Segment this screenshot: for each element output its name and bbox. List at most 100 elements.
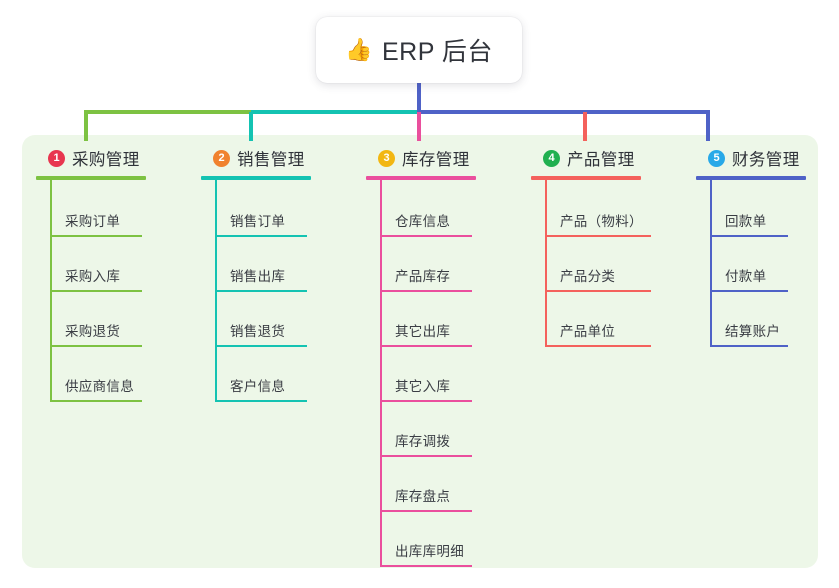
leaf-item-label: 出库库明细 <box>395 544 464 559</box>
branch-badge-1: 1 <box>48 149 65 167</box>
leaf-item-label: 库存调拨 <box>395 434 451 449</box>
branch-header-rule-2 <box>201 176 311 180</box>
leaf-item[interactable]: 销售订单 <box>201 182 311 237</box>
branch-badge-3: 3 <box>378 149 395 167</box>
leaf-item-rule <box>710 345 788 347</box>
leaf-item[interactable]: 其它出库 <box>366 292 476 347</box>
leaf-item-label: 客户信息 <box>230 379 286 394</box>
leaf-item[interactable]: 其它入库 <box>366 347 476 402</box>
branch-items-1: 采购订单采购入库采购退货供应商信息 <box>36 180 146 402</box>
leaf-item-rule <box>380 400 472 402</box>
branch-column-2: 2 销售管理销售订单销售出库销售退货客户信息 <box>201 146 311 402</box>
branch-title-3: 库存管理 <box>402 151 470 169</box>
leaf-item-label: 付款单 <box>725 269 767 284</box>
leaf-item[interactable]: 供应商信息 <box>36 347 146 402</box>
leaf-item-label: 其它入库 <box>395 379 451 394</box>
leaf-item-label: 产品库存 <box>395 269 451 284</box>
leaf-item[interactable]: 结算账户 <box>696 292 806 347</box>
leaf-item-rule <box>380 510 472 512</box>
leaf-item[interactable]: 采购入库 <box>36 237 146 292</box>
branch-header-1[interactable]: 1 采购管理 <box>36 146 146 170</box>
leaf-item[interactable]: 库存调拨 <box>366 402 476 457</box>
branch-column-5: 5 财务管理回款单付款单结算账户 <box>696 146 806 347</box>
leaf-item-rule <box>380 565 472 567</box>
branch-header-rule-4 <box>531 176 641 180</box>
branch-trunk-3 <box>380 180 382 565</box>
leaf-item-rule <box>50 235 142 237</box>
branch-title-2: 销售管理 <box>237 151 305 169</box>
branch-header-3[interactable]: 3 库存管理 <box>366 146 476 170</box>
branch-trunk-4 <box>545 180 547 345</box>
leaf-item-rule <box>50 345 142 347</box>
branch-header-rule-3 <box>366 176 476 180</box>
leaf-item[interactable]: 采购退货 <box>36 292 146 347</box>
root-node-title: ERP 后台 <box>382 38 493 66</box>
leaf-item-label: 销售出库 <box>230 269 286 284</box>
leaf-item-rule <box>380 455 472 457</box>
branch-header-5[interactable]: 5 财务管理 <box>696 146 806 170</box>
leaf-item-label: 回款单 <box>725 214 767 229</box>
leaf-item[interactable]: 仓库信息 <box>366 182 476 237</box>
leaf-item-label: 采购退货 <box>65 324 121 339</box>
leaf-item-rule <box>50 290 142 292</box>
leaf-item-label: 库存盘点 <box>395 489 451 504</box>
branch-header-rule-5 <box>696 176 806 180</box>
branch-title-5: 财务管理 <box>732 151 800 169</box>
leaf-item-rule <box>215 290 307 292</box>
leaf-item[interactable]: 产品（物料） <box>531 182 651 237</box>
leaf-item[interactable]: 产品单位 <box>531 292 651 347</box>
leaf-item[interactable]: 销售退货 <box>201 292 311 347</box>
leaf-item-rule <box>545 235 651 237</box>
leaf-item-rule <box>215 345 307 347</box>
leaf-item-label: 销售退货 <box>230 324 286 339</box>
leaf-item-rule <box>50 400 142 402</box>
leaf-item[interactable]: 库存盘点 <box>366 457 476 512</box>
branch-title-4: 产品管理 <box>567 151 635 169</box>
leaf-item-rule <box>215 235 307 237</box>
leaf-item-rule <box>710 235 788 237</box>
branch-badge-5: 5 <box>708 149 725 167</box>
leaf-item-label: 其它出库 <box>395 324 451 339</box>
leaf-item[interactable]: 客户信息 <box>201 347 311 402</box>
leaf-item-label: 销售订单 <box>230 214 286 229</box>
leaf-item[interactable]: 付款单 <box>696 237 806 292</box>
branch-items-2: 销售订单销售出库销售退货客户信息 <box>201 180 311 402</box>
leaf-item-label: 产品单位 <box>560 324 616 339</box>
leaf-item[interactable]: 出库库明细 <box>366 512 476 567</box>
leaf-item-label: 结算账户 <box>725 324 781 339</box>
diagram-panel <box>22 135 818 568</box>
leaf-item-label: 仓库信息 <box>395 214 451 229</box>
root-node-label: 👍 ERP 后台 <box>345 32 493 68</box>
leaf-item-rule <box>545 345 651 347</box>
leaf-item[interactable]: 采购订单 <box>36 182 146 237</box>
leaf-item-label: 采购入库 <box>65 269 121 284</box>
branch-column-3: 3 库存管理仓库信息产品库存其它出库其它入库库存调拨库存盘点出库库明细 <box>366 146 476 567</box>
leaf-item-label: 供应商信息 <box>65 379 134 394</box>
leaf-item-rule <box>380 290 472 292</box>
leaf-item-rule <box>380 235 472 237</box>
branch-badge-4: 4 <box>543 149 560 167</box>
leaf-item[interactable]: 销售出库 <box>201 237 311 292</box>
leaf-item-rule <box>215 400 307 402</box>
leaf-item-label: 产品（物料） <box>560 214 643 229</box>
branch-items-3: 仓库信息产品库存其它出库其它入库库存调拨库存盘点出库库明细 <box>366 180 476 567</box>
branch-items-4: 产品（物料） 产品分类产品单位 <box>531 180 651 347</box>
leaf-item-label: 产品分类 <box>560 269 616 284</box>
branch-header-rule-1 <box>36 176 146 180</box>
branch-trunk-5 <box>710 180 712 345</box>
branch-items-5: 回款单付款单结算账户 <box>696 180 806 347</box>
thumbs-up-icon: 👍 <box>345 37 373 62</box>
leaf-item[interactable]: 产品分类 <box>531 237 651 292</box>
leaf-item-rule <box>545 290 651 292</box>
leaf-item-label: 采购订单 <box>65 214 121 229</box>
root-node[interactable]: 👍 ERP 后台 <box>316 17 522 83</box>
branch-header-2[interactable]: 2 销售管理 <box>201 146 311 170</box>
leaf-item-rule <box>710 290 788 292</box>
branch-header-4[interactable]: 4 产品管理 <box>531 146 641 170</box>
branch-title-1: 采购管理 <box>72 151 140 169</box>
branch-badge-2: 2 <box>213 149 230 167</box>
branch-column-4: 4 产品管理产品（物料） 产品分类产品单位 <box>531 146 651 347</box>
leaf-item[interactable]: 回款单 <box>696 182 806 237</box>
leaf-item[interactable]: 产品库存 <box>366 237 476 292</box>
branch-column-1: 1 采购管理采购订单采购入库采购退货供应商信息 <box>36 146 146 402</box>
